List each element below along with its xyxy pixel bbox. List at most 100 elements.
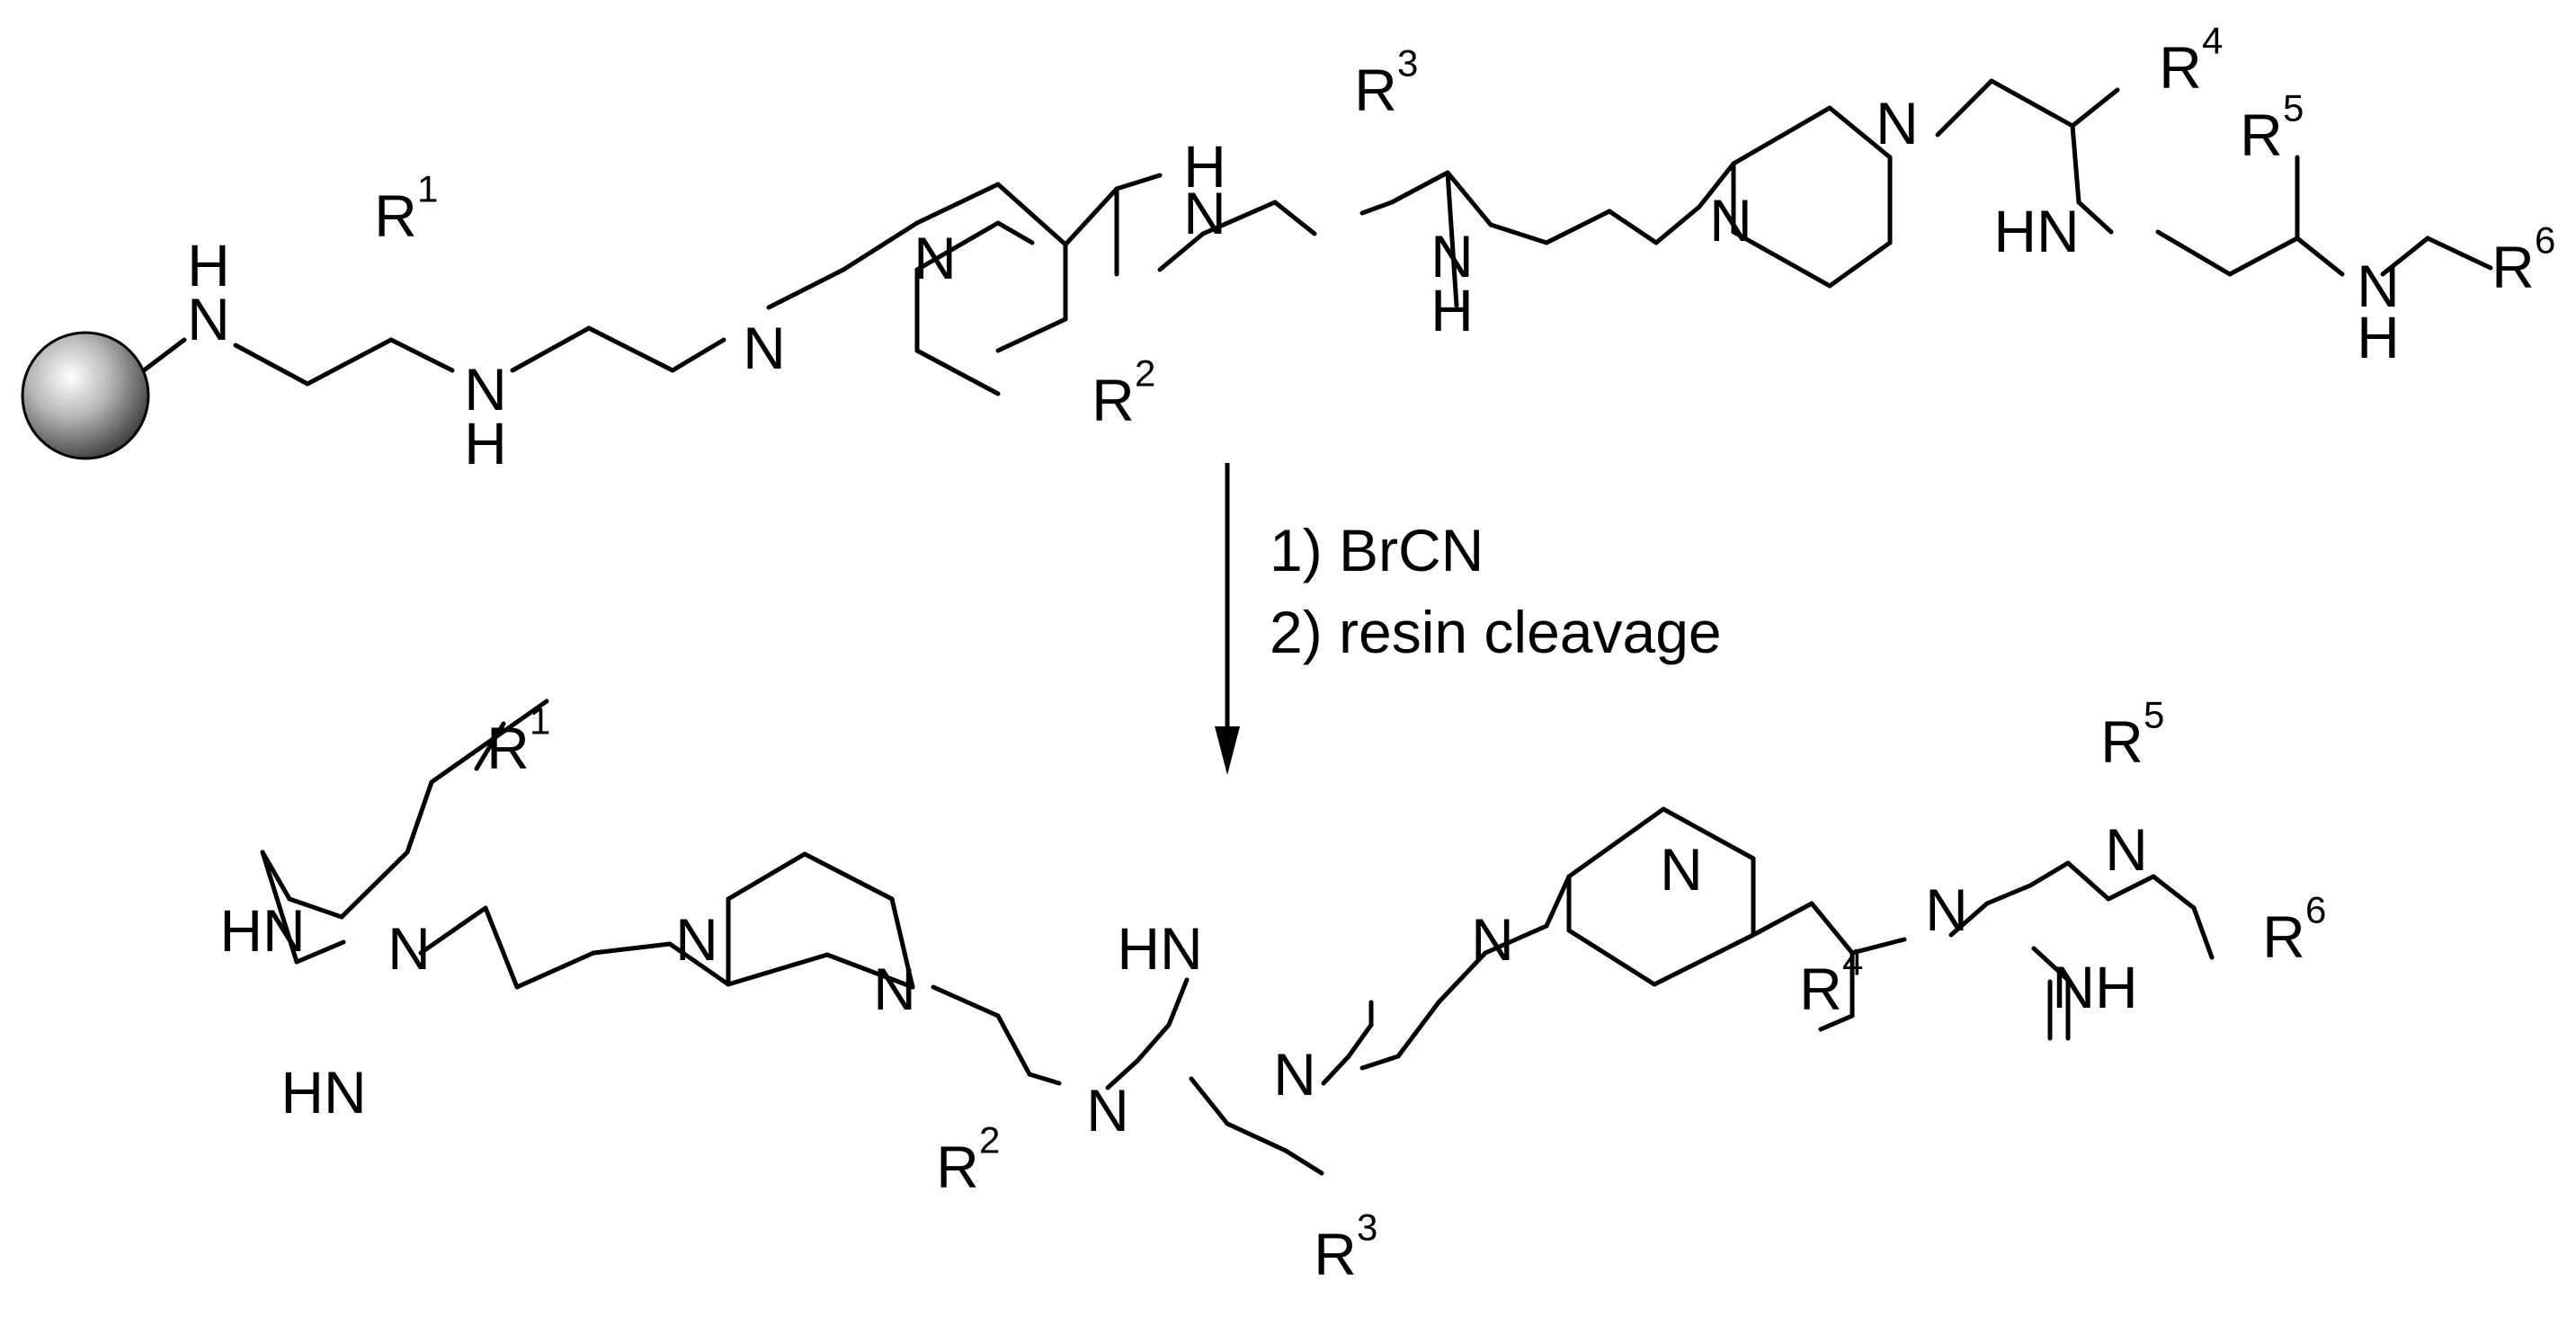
bottom-atom-label-5: N <box>675 906 718 973</box>
condition-step-1: 1) BrCN <box>1270 517 1484 583</box>
bottom-atom-label-1-superscript: 1 <box>530 700 550 743</box>
top-atom-label-16: R <box>2159 34 2202 101</box>
bottom-atom-label-4: HN <box>281 1059 366 1126</box>
top-bond-22 <box>1200 200 1278 236</box>
bottom-bond-8 <box>294 939 346 965</box>
bottom-atom-label-16-superscript: 5 <box>2144 694 2164 736</box>
top-bond-7 <box>670 337 726 373</box>
bottom-atom-label-1: R <box>486 715 530 781</box>
top-atom-label-20: H <box>2357 304 2400 370</box>
top-bond-42 <box>2070 123 2081 205</box>
top-bond-43 <box>2076 200 2114 235</box>
top-bond-49 <box>2425 236 2493 271</box>
top-bond-40 <box>1989 78 2075 129</box>
top-bond-11 <box>914 220 1001 272</box>
top-bond-27 <box>1445 170 1493 227</box>
top-atom-label-11-superscript: 3 <box>1397 42 1418 85</box>
top-bond-32 <box>1697 161 1736 209</box>
bottom-atom-label-2: HN <box>219 897 305 964</box>
top-atom-label-14: N <box>1709 187 1752 254</box>
bottom-bond-29 <box>1321 1054 1351 1086</box>
top-atom-label-17: HN <box>1993 198 2079 264</box>
top-bond-44 <box>2155 229 2233 277</box>
bottom-atom-label-14-superscript: 4 <box>1842 941 1863 983</box>
bottom-bond-13 <box>667 941 731 987</box>
bottom-bond-24 <box>1135 1022 1172 1063</box>
condition-step-2: 2) resin cleavage <box>1270 599 1722 665</box>
bottom-atom-label-11: R <box>1314 1221 1357 1287</box>
top-atom-label-9: H <box>1183 133 1226 200</box>
bottom-atom-label-7: R <box>936 1134 979 1200</box>
top-atom-label-16-superscript: 4 <box>2202 20 2223 62</box>
bottom-bond-52 <box>2106 874 2156 902</box>
product-bonds <box>260 699 2215 1176</box>
bottom-bond-48 <box>1948 901 1990 938</box>
top-bond-2 <box>233 343 310 387</box>
top-bond-31 <box>1653 204 1702 245</box>
bottom-bond-50 <box>2028 860 2071 888</box>
bottom-bond-27 <box>1225 1121 1288 1153</box>
bottom-bond-22 <box>1027 1072 1062 1086</box>
top-bond-10 <box>914 182 1001 226</box>
top-bond-47 <box>2295 236 2345 277</box>
bottom-bond-12 <box>591 941 673 956</box>
top-atom-label-1: H <box>187 232 230 298</box>
top-atom-label-13: H <box>1431 277 1474 343</box>
top-bond-8 <box>766 267 846 310</box>
bottom-bond-49 <box>1984 883 2033 906</box>
top-bond-1 <box>141 337 187 373</box>
top-atom-label-5: H <box>464 410 507 476</box>
bottom-atom-label-6: N <box>873 956 916 1022</box>
top-bond-18 <box>1063 186 1119 247</box>
bottom-atom-label-17: N <box>2105 816 2148 883</box>
bottom-bond-5 <box>287 896 344 920</box>
top-bond-4 <box>388 337 455 373</box>
bottom-bond-44 <box>1809 901 1855 956</box>
bottom-bond-38 <box>1661 806 1756 861</box>
top-bond-5 <box>510 325 592 373</box>
bottom-bond-37 <box>1566 806 1666 879</box>
bottom-bond-1 <box>474 721 506 771</box>
top-atom-label-18-superscript: 5 <box>2283 87 2304 129</box>
bottom-bond-53 <box>2151 874 2197 911</box>
top-bond-29 <box>1544 209 1612 245</box>
bottom-atom-label-11-superscript: 3 <box>1357 1206 1377 1249</box>
top-bond-9 <box>841 220 920 272</box>
top-bond-41 <box>2070 87 2120 129</box>
bottom-bond-2 <box>429 699 549 785</box>
bottom-bond-14 <box>726 952 830 987</box>
bottom-atom-label-9: N <box>1086 1077 1129 1143</box>
bottom-bond-47 <box>1818 1013 1855 1032</box>
bottom-atom-label-3: N <box>388 915 431 982</box>
bottom-atom-label-12: N <box>1471 906 1514 973</box>
bottom-bond-55 <box>2031 946 2071 983</box>
top-bond-28 <box>1488 222 1549 245</box>
top-atom-label-18: R <box>2240 102 2283 168</box>
bottom-bond-20 <box>931 984 1001 1019</box>
top-atom-label-6: N <box>743 315 786 381</box>
bottom-atom-label-19-superscript: 6 <box>2305 889 2326 931</box>
bottom-bond-35 <box>1483 923 1549 956</box>
bottom-bond-26 <box>1189 1076 1230 1126</box>
bottom-bond-54 <box>2191 905 2215 960</box>
bottom-bond-15 <box>824 952 915 990</box>
top-bond-23 <box>1272 200 1317 236</box>
bottom-bond-41 <box>1566 928 1657 987</box>
bottom-bond-40 <box>1652 932 1756 987</box>
top-atom-label-12: N <box>1431 223 1474 289</box>
top-atom-label-21-superscript: 6 <box>2535 219 2555 262</box>
top-bond-48 <box>2380 236 2430 277</box>
bottom-bond-10 <box>483 905 520 990</box>
bottom-bond-30 <box>1346 1022 1374 1059</box>
bottom-atom-label-16: R <box>2100 708 2144 775</box>
top-bond-12 <box>995 182 1068 247</box>
top-bond-36 <box>1827 240 1893 289</box>
resin-bead <box>21 331 150 460</box>
top-atom-label-8: R <box>1092 367 1135 433</box>
top-atom-label-3-superscript: 1 <box>417 168 438 210</box>
top-bond-17 <box>995 220 1035 245</box>
bottom-atom-label-19: R <box>2262 903 2305 970</box>
bottom-bond-18 <box>726 851 807 902</box>
top-bond-3 <box>305 337 394 387</box>
